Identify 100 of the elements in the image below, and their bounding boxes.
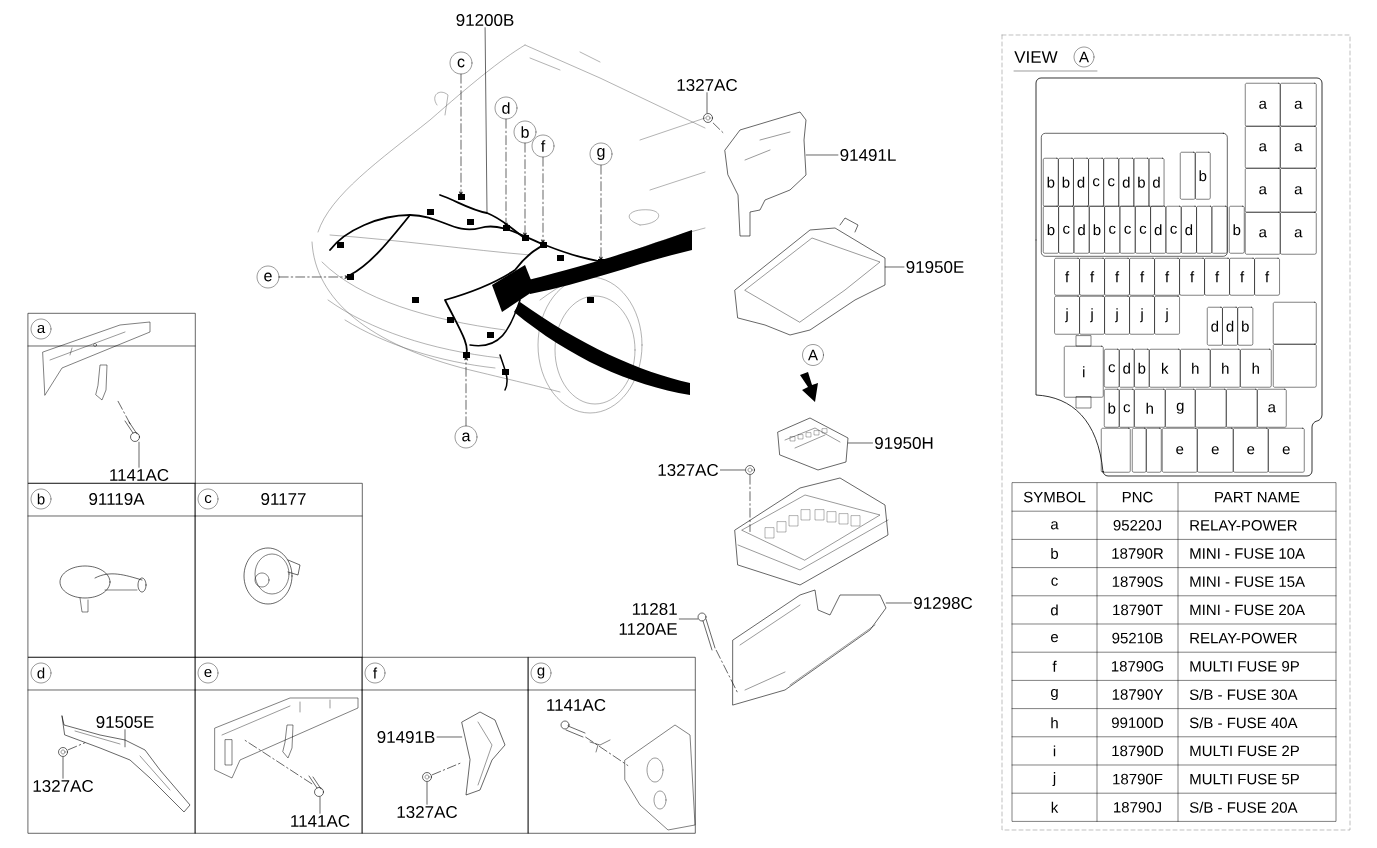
fuse-slot [1195,389,1227,428]
fuse-slot: d [1180,206,1197,254]
fuse-slot: a [1245,168,1281,213]
fuse-slot: h [1180,349,1211,388]
part-number: 1327AC [33,780,94,792]
table-header: SYMBOL [1023,491,1086,503]
nut-drawing [422,772,432,782]
fuse-slot: b [1195,152,1211,200]
fuse-slot: a [1280,168,1317,213]
bolt-drawing [124,420,140,442]
fuse-slot: j [1104,296,1130,335]
table-cell: MINI - FUSE 10A [1190,548,1305,559]
table-cell: a [1051,521,1059,530]
part-number: 1327AC [677,79,738,91]
nut-drawing [58,747,68,757]
fuse-slot: c [1165,206,1182,254]
bolt-drawing [560,720,586,738]
fuse-slot: c [1119,389,1135,428]
fuse-slot: a [1280,83,1317,127]
fuse-slot: d [1073,158,1089,207]
fuse-slot: f [1154,258,1180,296]
leader-line [436,736,463,738]
fuse-slot: a [1280,126,1317,169]
fuse-slot: b [1058,158,1074,207]
fuse-slot: b [1089,206,1105,254]
fuse-slot: h [1134,389,1166,428]
fuse-slot: k [1149,349,1181,388]
table-cell: 18790F [1113,773,1163,785]
callout-letter: A [1073,46,1095,68]
fuse-slot: c [1058,206,1075,254]
fuse-slot: d [1222,307,1238,346]
leader-line [541,156,545,245]
fuse-slot: c [1088,158,1104,207]
table-cell: S/B - FUSE 20A [1189,801,1298,813]
fuse-slot: c [1103,158,1119,207]
leader-line [459,73,463,197]
leader-line [585,736,629,766]
fuse-slot: i [1064,335,1104,409]
fuse-slot [1146,428,1162,473]
part-number: 11281 1120AE [619,603,677,635]
detail-panel: c 91177 [194,483,363,658]
table-cell: 18790T [1113,604,1163,616]
part-number: 1327AC [397,805,458,818]
fuse-slot: d [1148,158,1165,207]
lower-cover-drawing [732,589,887,706]
table-cell: 18790D [1112,745,1164,757]
fuse-slot: c [1104,206,1121,254]
leader-line [884,266,905,268]
leader-line [62,756,64,779]
fuse-slot: c [1135,206,1151,254]
table-cell: 18790R [1112,548,1164,559]
table-cell: 18790G [1111,661,1164,672]
table-cell: 18790J [1114,802,1161,813]
table-cell: MINI - FUSE 15A [1190,576,1305,587]
part-number: 91200B [456,14,514,26]
fuse-slot: f [1054,258,1080,296]
leader-line [67,742,86,751]
table-cell: k [1051,801,1059,813]
leader-line [138,441,140,468]
fuse-slot [1211,206,1228,254]
fuse-slot: f [1254,258,1280,296]
callout-letter: b [513,120,537,144]
leader-line [720,469,746,471]
nut-drawing [745,465,755,475]
table-cell: S/B - FUSE 40A [1189,717,1298,729]
leader-line [464,355,468,427]
table-cell: c [1051,577,1058,586]
leader-line [749,474,751,532]
part-number: 91491B [377,730,435,743]
fuse-slot [1132,428,1147,473]
table-cell: 18790S [1112,576,1163,587]
fuse-slot: d [1207,307,1223,346]
fuse-slot: a [1245,83,1281,127]
fuse-slot: j [1054,296,1080,335]
table-cell: j [1052,772,1056,787]
fuse-slot: f [1204,258,1230,296]
callout-letter: c [449,51,473,75]
leader-line [715,649,739,694]
fuse-slot: c [1119,206,1136,254]
fuse-box-cover-drawing [734,217,886,336]
leader-line [679,618,699,620]
leader-line [712,122,726,135]
leader-line [117,399,131,425]
part-number: 1327AC [658,464,719,476]
fuse-slot: d [1118,158,1135,207]
fuse-slot: j [1154,296,1180,335]
callout-letter: f [531,134,555,158]
fuse-slot: f [1104,258,1130,296]
table-cell: RELAY-POWER [1190,520,1297,531]
nut-drawing [703,113,713,123]
fuse-slot: h [1240,349,1272,388]
fuse-slot [1180,152,1196,200]
fuse-slot: f [1079,258,1105,296]
leader-line [885,602,912,604]
fuse-slot: a [1245,126,1281,169]
fuse-slot: a [1257,389,1287,428]
leader-line [504,118,508,228]
leader-line [278,275,350,279]
table-cell: b [1051,548,1059,559]
leader-line [706,92,708,114]
